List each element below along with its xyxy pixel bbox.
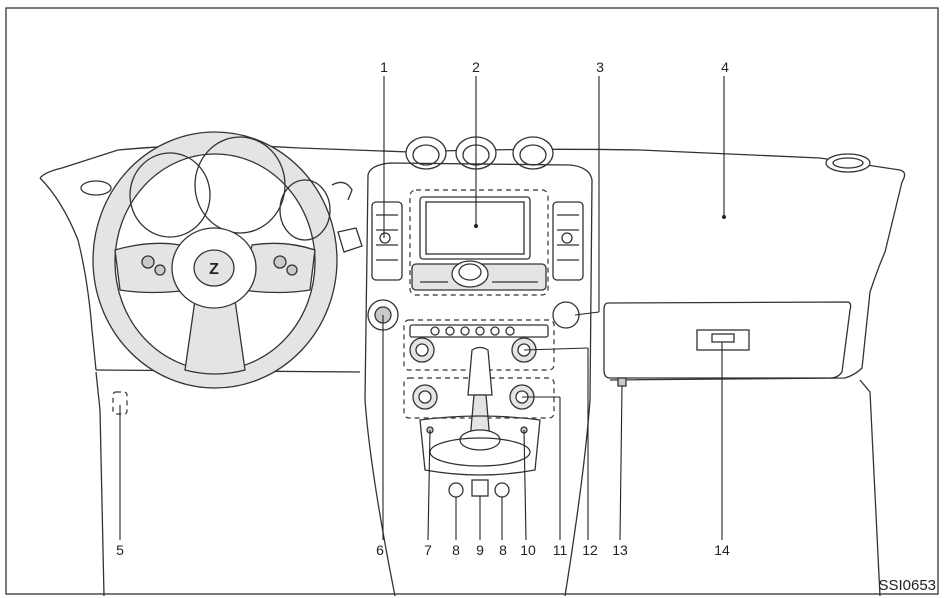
glove-box	[603, 301, 852, 387]
figure-code: SSI0653	[878, 577, 936, 594]
callout-10: 10	[520, 542, 536, 558]
callout-2: 2	[472, 59, 480, 75]
callout-labels: 1 2 3 4 5 6 7 8 9 8 10 11 12 13 14	[116, 59, 730, 558]
callout-13: 13	[612, 542, 628, 558]
steering-wheel: Z	[92, 131, 363, 389]
dashboard-outline	[39, 144, 906, 597]
callout-4: 4	[721, 59, 729, 75]
callout-9: 9	[476, 542, 484, 558]
leader-lines	[119, 76, 726, 541]
callout-7: 7	[424, 542, 432, 558]
callout-8-right: 8	[499, 542, 507, 558]
callout-11: 11	[553, 542, 568, 558]
callout-12: 12	[582, 542, 598, 558]
callout-3: 3	[596, 59, 604, 75]
figure-border	[5, 7, 939, 595]
callout-14: 14	[714, 542, 730, 558]
callout-5: 5	[116, 542, 124, 558]
steering-badge: Z	[209, 261, 219, 278]
center-console	[364, 162, 593, 597]
callout-8: 8	[452, 542, 460, 558]
callout-6: 6	[376, 542, 384, 558]
callout-1: 1	[380, 59, 388, 75]
